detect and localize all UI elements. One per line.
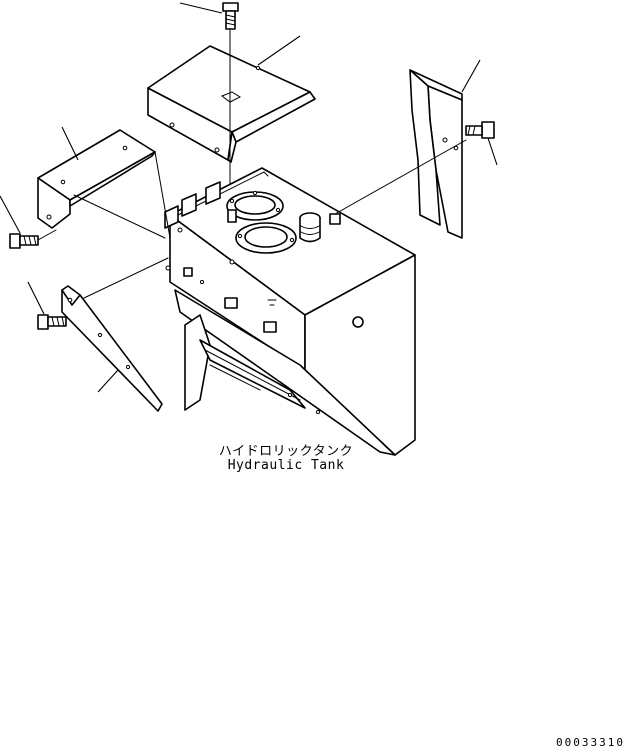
hydraulic-tank-body bbox=[164, 167, 416, 456]
right-bolt bbox=[334, 121, 498, 215]
leader-right-bracket bbox=[461, 59, 481, 93]
part-name-english: Hydraulic Tank bbox=[227, 458, 345, 473]
drawing-code: 00033310 bbox=[556, 736, 625, 749]
leader-lower-bracket bbox=[97, 369, 119, 393]
leader-left-bracket bbox=[61, 126, 79, 161]
left-bolt-lower bbox=[27, 281, 67, 330]
left-bolt-upper bbox=[0, 195, 57, 249]
right-vertical-bracket bbox=[409, 69, 463, 239]
top-cover-plate bbox=[147, 45, 316, 163]
lower-left-bracket bbox=[61, 285, 163, 412]
assembly-centre-lines bbox=[73, 151, 171, 299]
part-name-japanese: ハイドロリックタンク bbox=[218, 444, 354, 459]
left-angle-bracket bbox=[37, 129, 156, 229]
top-bolt bbox=[179, 2, 239, 197]
leader-top-cover bbox=[257, 35, 301, 66]
